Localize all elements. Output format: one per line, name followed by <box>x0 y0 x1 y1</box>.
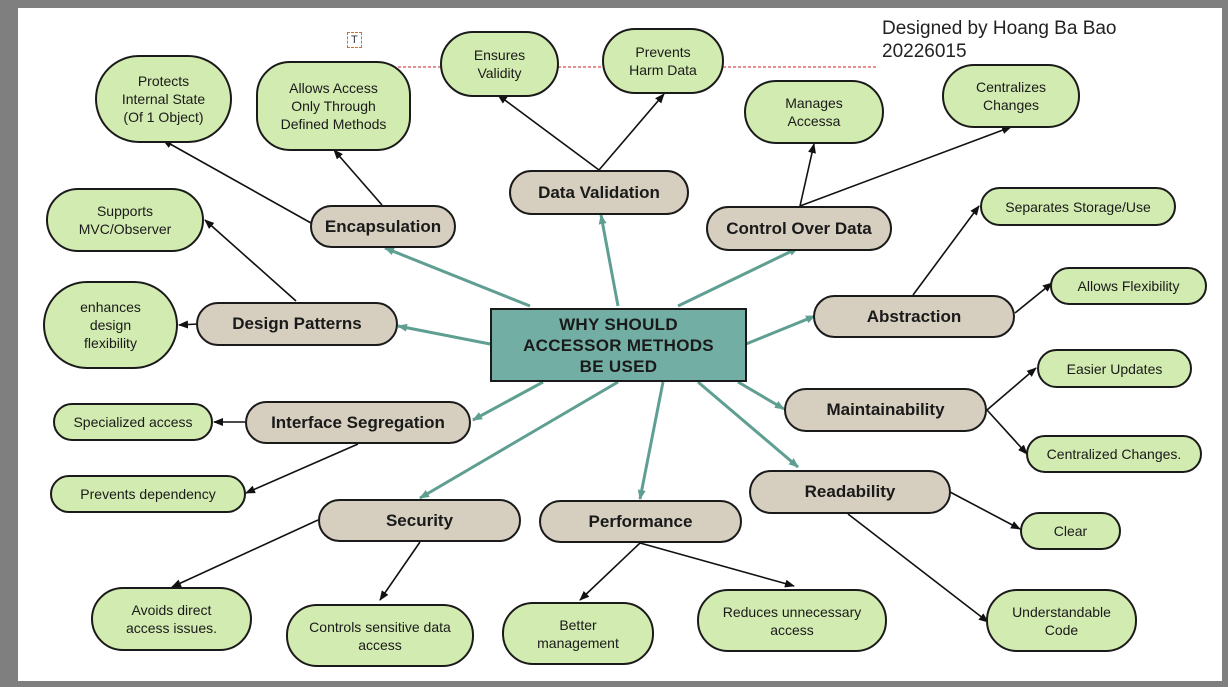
leaf-separates-storage-use[interactable]: Separates Storage/Use <box>980 187 1176 226</box>
link-control-manages <box>799 143 816 207</box>
leaf-reduces-unnecessary-access[interactable]: Reduces unnecessary access <box>697 589 887 652</box>
leaf-allows-flexibility[interactable]: Allows Flexibility <box>1050 267 1207 305</box>
link-readability-clear <box>949 491 1021 530</box>
leaf-allows-access[interactable]: Allows Access Only Through Defined Metho… <box>256 61 411 151</box>
leaf-centralized-changes[interactable]: Centralized Changes. <box>1026 435 1202 473</box>
link-center-security <box>419 380 619 500</box>
leaf-prevents-dependency[interactable]: Prevents dependency <box>50 475 246 513</box>
link-maintainability-centralized <box>986 409 1028 455</box>
link-center-performance <box>637 381 665 500</box>
link-center-design-patterns <box>397 323 491 346</box>
text-cursor-marker: T <box>347 32 362 48</box>
leaf-enhances-design-flexibility[interactable]: enhances design flexibility <box>43 281 178 369</box>
link-center-readability <box>697 380 799 469</box>
leaf-clear[interactable]: Clear <box>1020 512 1121 550</box>
link-encapsulation-allows <box>333 149 383 206</box>
category-encapsulation[interactable]: Encapsulation <box>310 205 456 248</box>
category-abstraction[interactable]: Abstraction <box>813 295 1015 338</box>
link-center-control-over-data <box>677 246 799 308</box>
link-security-avoids <box>171 519 319 588</box>
link-maintainability-easier <box>986 367 1037 411</box>
leaf-prevents-harm-data[interactable]: Prevents Harm Data <box>602 28 724 94</box>
link-abstraction-flexibility <box>1014 282 1053 314</box>
category-interface-segregation[interactable]: Interface Segregation <box>245 401 471 444</box>
link-center-data-validation <box>598 214 620 307</box>
link-center-abstraction <box>745 314 816 346</box>
link-center-interface-segregation <box>472 380 544 422</box>
link-encapsulation-protects <box>162 139 312 224</box>
mind-map-canvas: Designed by Hoang Ba Bao 20226015 T WHY … <box>18 8 1222 681</box>
leaf-supports-mvc-observer[interactable]: Supports MVC/Observer <box>46 188 204 252</box>
link-performance-reduces <box>639 542 795 588</box>
category-design-patterns[interactable]: Design Patterns <box>196 302 398 346</box>
category-maintainability[interactable]: Maintainability <box>784 388 987 432</box>
leaf-protects-internal-state[interactable]: Protects Internal State (Of 1 Object) <box>95 55 232 143</box>
link-validation-ensures <box>497 94 600 171</box>
link-validation-prevents <box>598 93 665 171</box>
link-center-encapsulation <box>384 246 531 308</box>
link-design-supports <box>204 219 297 302</box>
leaf-ensures-validity[interactable]: Ensures Validity <box>440 31 559 97</box>
leaf-understandable-code[interactable]: Understandable Code <box>986 589 1137 652</box>
designer-credit: Designed by Hoang Ba Bao 20226015 <box>882 18 1117 62</box>
leaf-manages-accessa[interactable]: Manages Accessa <box>744 80 884 144</box>
link-performance-better <box>579 542 641 601</box>
link-abstraction-separates <box>912 205 980 296</box>
link-readability-understandable <box>847 513 989 623</box>
category-readability[interactable]: Readability <box>749 470 951 514</box>
link-security-controls <box>379 541 421 601</box>
leaf-specialized-access[interactable]: Specialized access <box>53 403 213 441</box>
link-segregation-prevents <box>245 443 359 494</box>
category-data-validation[interactable]: Data Validation <box>509 170 689 215</box>
leaf-better-management[interactable]: Better management <box>502 602 654 665</box>
category-performance[interactable]: Performance <box>539 500 742 543</box>
link-control-centralizes <box>799 126 1012 207</box>
leaf-centralizes-changes[interactable]: Centralizes Changes <box>942 64 1080 128</box>
category-control-over-data[interactable]: Control Over Data <box>706 206 892 251</box>
link-design-enhances <box>178 320 199 329</box>
leaf-controls-sensitive-data[interactable]: Controls sensitive data access <box>286 604 474 667</box>
leaf-avoids-direct-access[interactable]: Avoids direct access issues. <box>91 587 252 651</box>
central-topic[interactable]: WHY SHOULD ACCESSOR METHODS BE USED <box>490 308 747 382</box>
leaf-easier-updates[interactable]: Easier Updates <box>1037 349 1192 388</box>
connector-layer <box>162 66 1053 623</box>
category-security[interactable]: Security <box>318 499 521 542</box>
link-center-maintainability <box>737 380 785 411</box>
